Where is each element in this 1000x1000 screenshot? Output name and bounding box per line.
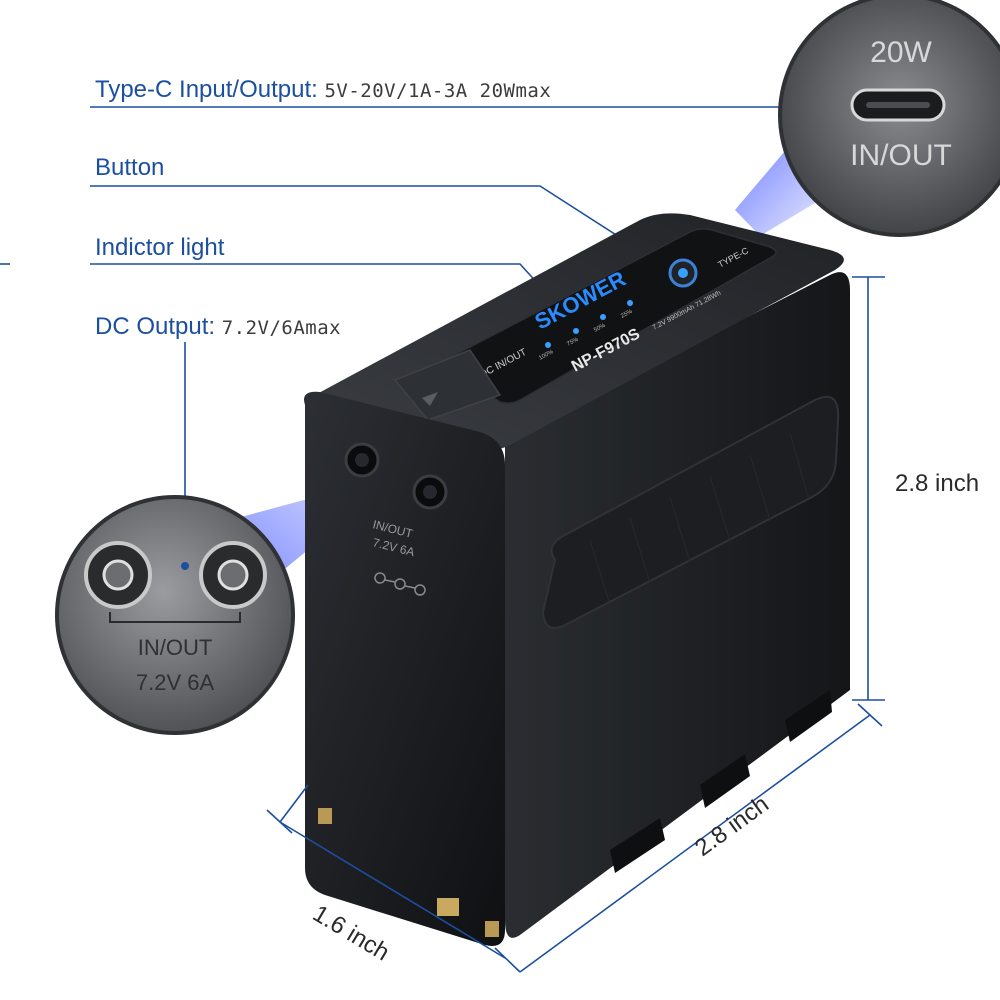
led-75	[573, 328, 579, 334]
dimension-lines	[266, 276, 885, 973]
terminals	[318, 808, 499, 937]
typec-zoom: 20W IN/OUT	[778, 0, 1000, 237]
led-50	[600, 314, 606, 320]
zoom-power-text: 20W	[870, 36, 932, 69]
typec-callout-label: Type-C Input/Output:	[95, 76, 318, 103]
dc-zoom: IN/OUT 7.2V 6A	[55, 495, 295, 735]
button-callout: Button	[95, 154, 164, 182]
dc-output-callout-spec: 7.2V/6Amax	[221, 317, 342, 339]
dc-zoom-port-text: IN/OUT	[138, 635, 213, 660]
indicator-leds	[545, 300, 633, 348]
battery-front-face	[304, 391, 505, 946]
zoom-port-text: IN/OUT	[850, 139, 952, 172]
svg-text:25%: 25%	[620, 309, 634, 320]
svg-text:50%: 50%	[593, 323, 607, 334]
button-callout-label: Button	[95, 154, 165, 181]
led-100	[545, 342, 551, 348]
dc-port-cover	[393, 349, 502, 421]
svg-text:75%: 75%	[566, 337, 580, 348]
polarity-icon	[374, 572, 426, 596]
grip-texture	[589, 432, 809, 606]
grip-panel	[541, 395, 840, 629]
typec-callout: Type-C Input/Output: 5V-20V/1A-3A 20Wmax	[95, 76, 551, 104]
dc-zoom-rating-text: 7.2V 6A	[136, 670, 215, 695]
power-button-led	[678, 268, 688, 278]
bottom-rails	[610, 690, 832, 873]
typec-callout-spec: 5V-20V/1A-3A 20Wmax	[324, 80, 552, 102]
indicator-callout-label: Indictor light	[95, 234, 225, 261]
dc-ports	[344, 442, 448, 510]
led-25	[627, 300, 633, 306]
height-dimension: 2.8 inch	[895, 470, 980, 497]
indicator-callout: Indictor light	[95, 234, 224, 262]
slide-arrow-icon	[422, 392, 438, 406]
dc-output-callout: DC Output: 7.2V/6Amax	[95, 313, 341, 341]
dc-output-callout-label: DC Output:	[95, 313, 216, 340]
